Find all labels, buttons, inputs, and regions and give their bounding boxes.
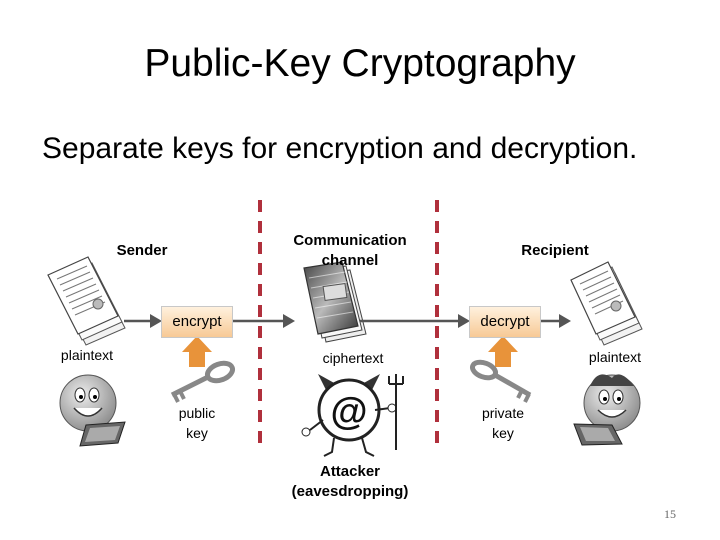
arrow-right-icon <box>540 314 571 328</box>
plaintext-left-label: plaintext <box>60 347 114 363</box>
smiley-recipient-icon <box>573 374 641 446</box>
key-icon <box>170 360 236 403</box>
arrow-up-icon <box>182 336 212 367</box>
arrow-right-icon <box>360 314 470 328</box>
arrow-right-icon <box>232 314 295 328</box>
document-icon <box>47 256 126 346</box>
private-key-line1: private <box>481 405 525 421</box>
public-key-line2: key <box>186 425 208 441</box>
attacker-label-line2: (eavesdropping) <box>291 483 409 500</box>
encrypt-box: encrypt <box>161 306 233 338</box>
private-key-label: private key <box>473 403 533 443</box>
slide-title: Public-Key Cryptography <box>144 42 576 85</box>
private-key-line2: key <box>492 425 514 441</box>
attacker-label-line1: Attacker <box>319 463 381 480</box>
recipient-label: Recipient <box>521 242 589 259</box>
public-key-label: public key <box>167 403 227 443</box>
arrow-right-icon <box>124 314 162 328</box>
svg-text:@: @ <box>330 391 367 433</box>
arrow-up-icon <box>488 336 518 367</box>
sender-label: Sender <box>116 242 168 259</box>
scrambled-document-icon <box>303 261 367 343</box>
channel-label-line1: Communication <box>293 232 407 249</box>
public-key-line1: public <box>178 405 216 421</box>
page-number: 15 <box>664 507 676 521</box>
attacker-label: Attacker (eavesdropping) <box>260 462 440 502</box>
document-icon <box>570 261 643 346</box>
key-icon <box>469 359 532 403</box>
channel-label-line2: channel <box>321 252 379 269</box>
channel-label: Communication channel <box>280 231 420 271</box>
devil-attacker-icon: @ <box>301 374 404 457</box>
ciphertext-label: ciphertext <box>322 350 384 366</box>
slide-subtitle: Separate keys for encryption and decrypt… <box>42 132 638 165</box>
decrypt-box: decrypt <box>469 306 541 338</box>
plaintext-right-label: plaintext <box>588 349 642 365</box>
smiley-sender-icon <box>59 374 126 447</box>
